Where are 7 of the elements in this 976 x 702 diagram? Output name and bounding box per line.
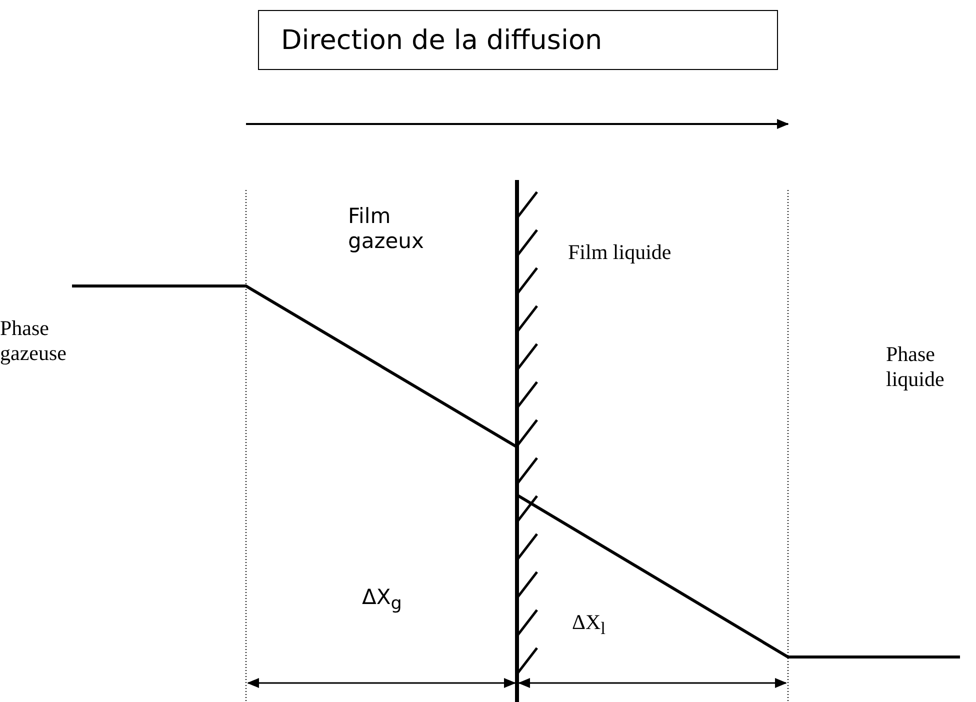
thickness-label: ΔX$_{g}$ — [362, 585, 403, 616]
phase-label: Phase liquide — [886, 342, 946, 392]
region-label: Film gazeux — [348, 204, 425, 254]
thickness-label: ΔX$_{l}$ — [572, 610, 607, 640]
region-label: Film liquide — [568, 240, 672, 265]
phase-label: Phase gazeuse — [0, 316, 68, 366]
title-box: Direction de la diffusion — [258, 10, 778, 70]
